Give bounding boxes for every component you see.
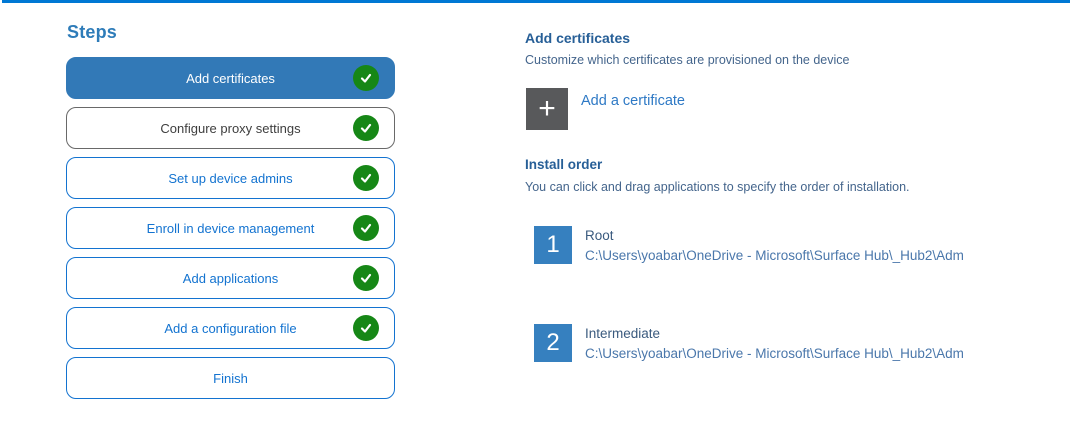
item-text: Root C:\Users\yoabar\OneDrive - Microsof… [585, 226, 1067, 266]
order-number-tile: 1 [534, 226, 572, 264]
step-label: Add a configuration file [164, 320, 297, 336]
step-configure-proxy-settings[interactable]: Configure proxy settings [66, 107, 395, 149]
install-order-description: You can click and drag applications to s… [525, 180, 910, 194]
install-order-item-root[interactable]: 1 Root C:\Users\yoabar\OneDrive - Micros… [534, 226, 1067, 266]
panel-title: Add certificates [525, 30, 631, 46]
certificate-path: C:\Users\yoabar\OneDrive - Microsoft\Sur… [585, 346, 964, 361]
check-icon [353, 115, 379, 141]
panel-description: Customize which certificates are provisi… [525, 53, 850, 67]
check-icon [353, 165, 379, 191]
steps-sidebar: Steps Add certificates Configure proxy s… [66, 22, 395, 407]
install-order-item-intermediate[interactable]: 2 Intermediate C:\Users\yoabar\OneDrive … [534, 324, 1067, 364]
install-order-title: Install order [525, 157, 603, 172]
check-icon [353, 215, 379, 241]
top-accent-bar [2, 0, 1070, 3]
step-label: Set up device admins [168, 170, 293, 186]
check-icon [353, 265, 379, 291]
check-icon [353, 65, 379, 91]
step-label: Add certificates [186, 70, 275, 86]
add-certificate-label: Add a certificate [581, 93, 685, 109]
step-label: Enroll in device management [146, 220, 315, 236]
step-add-applications[interactable]: Add applications [66, 257, 395, 299]
item-text: Intermediate C:\Users\yoabar\OneDrive - … [585, 324, 1067, 364]
check-icon [353, 315, 379, 341]
add-certificate-button[interactable]: + [526, 88, 568, 130]
step-add-certificates[interactable]: Add certificates [66, 57, 395, 99]
certificate-path: C:\Users\yoabar\OneDrive - Microsoft\Sur… [585, 248, 964, 263]
step-label: Finish [213, 370, 248, 386]
step-set-up-device-admins[interactable]: Set up device admins [66, 157, 395, 199]
step-add-a-configuration-file[interactable]: Add a configuration file [66, 307, 395, 349]
step-finish[interactable]: Finish [66, 357, 395, 399]
plus-icon: + [538, 92, 556, 125]
certificate-name: Intermediate [585, 326, 661, 341]
step-enroll-in-device-management[interactable]: Enroll in device management [66, 207, 395, 249]
add-certificates-panel: Add certificates Customize which certifi… [525, 0, 1072, 443]
step-label: Configure proxy settings [160, 120, 301, 136]
add-certificate-row: + Add a certificate [526, 88, 685, 130]
order-number-tile: 2 [534, 324, 572, 362]
steps-title: Steps [67, 22, 118, 42]
step-label: Add applications [182, 270, 279, 286]
certificate-name: Root [585, 228, 614, 243]
